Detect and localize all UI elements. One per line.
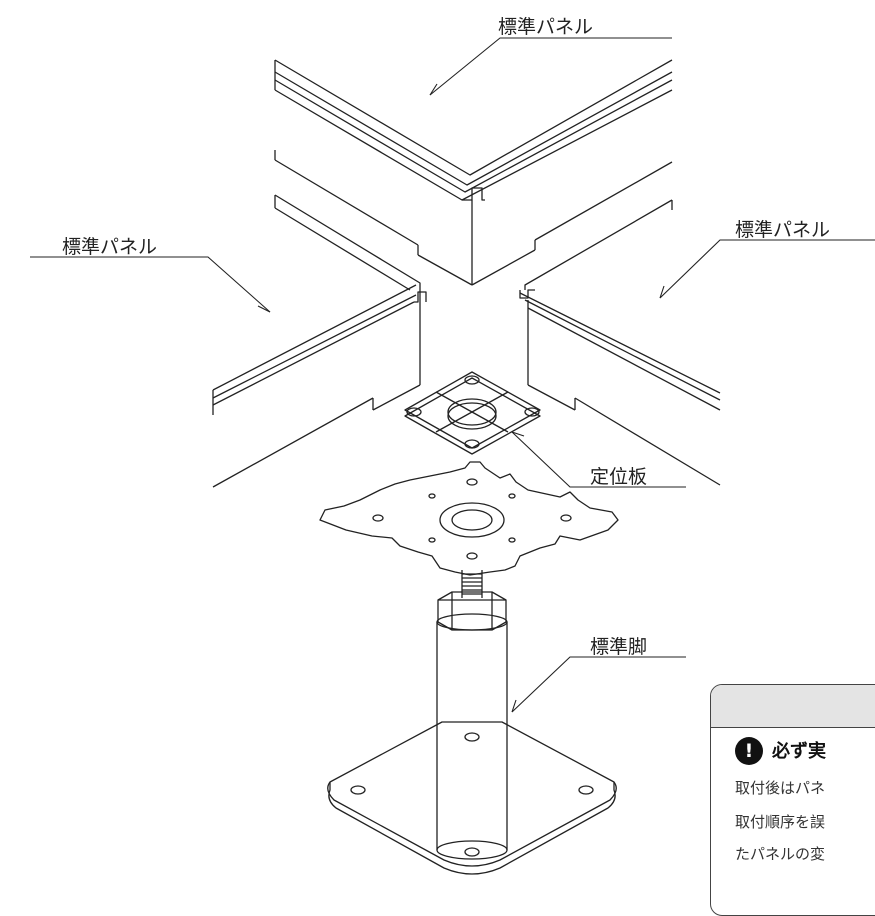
adjustment-bolt — [461, 570, 483, 598]
label-locating-plate: 定位板 — [590, 466, 648, 488]
label-left-panel: 標準パネル — [62, 236, 158, 258]
notice-box: ! 必ず実 取付後はパネ 取付順序を誤 たパネルの変 — [710, 684, 875, 916]
leader-lines — [30, 37, 875, 713]
notice-title: ! 必ず実 — [735, 737, 826, 765]
notice-line: たパネルの変 — [735, 845, 826, 863]
top-standard-panel — [274, 59, 673, 286]
notice-title-text: 必ず実 — [772, 741, 826, 762]
standard-leg — [327, 613, 617, 875]
notice-header — [711, 685, 875, 728]
notice-line: 取付順序を誤 — [735, 813, 826, 831]
right-standard-panel — [519, 199, 721, 486]
hex-nut — [437, 591, 507, 631]
label-top-panel: 標準パネル — [498, 16, 594, 38]
exclamation-icon: ! — [735, 737, 763, 765]
leg-flange-plate — [319, 461, 619, 576]
left-standard-panel — [212, 194, 427, 488]
label-standard-leg: 標準脚 — [590, 636, 648, 658]
locating-plate — [404, 371, 541, 455]
notice-line: 取付後はパネ — [735, 779, 826, 797]
label-right-panel: 標準パネル — [735, 219, 831, 241]
